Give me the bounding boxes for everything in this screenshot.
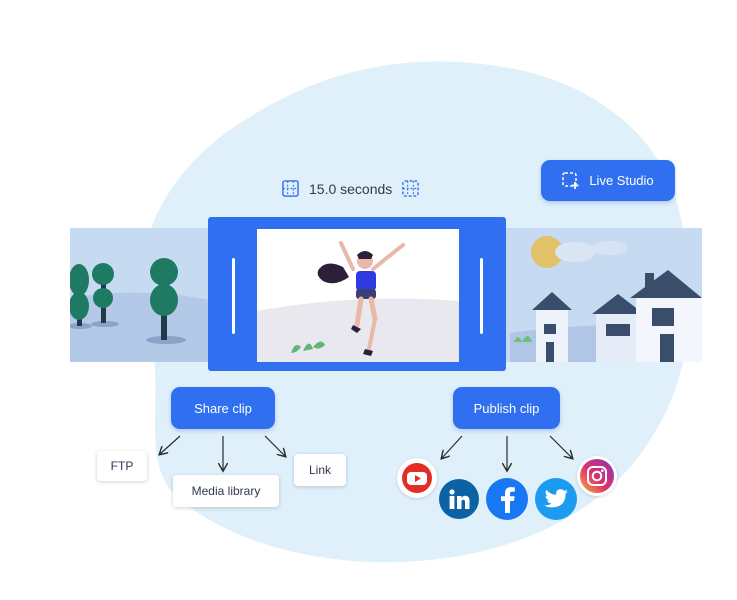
- clip-handle-left[interactable]: [232, 258, 235, 334]
- clip-handle-right[interactable]: [480, 258, 483, 334]
- linkedin-icon[interactable]: [439, 479, 479, 519]
- instagram-icon[interactable]: [577, 456, 617, 496]
- arrow-to-instagram: [549, 435, 572, 458]
- arrow-to-ftp: [160, 435, 181, 454]
- share-clip-button[interactable]: Share clip: [171, 387, 275, 429]
- house-illustration: [592, 270, 702, 362]
- publish-clip-button[interactable]: Publish clip: [453, 387, 560, 429]
- trim-start-icon: [282, 180, 299, 197]
- live-studio-label: Live Studio: [589, 173, 654, 188]
- live-studio-button[interactable]: Live Studio: [541, 160, 675, 201]
- arrow-to-youtube: [442, 435, 463, 458]
- live-studio-icon: [562, 171, 579, 189]
- link-option[interactable]: Link: [294, 454, 346, 486]
- youtube-icon[interactable]: [397, 458, 437, 498]
- clip-preview: [257, 229, 459, 362]
- clip-duration: 15.0 seconds: [282, 180, 420, 197]
- twitter-icon[interactable]: [535, 478, 577, 520]
- media-library-option[interactable]: Media library: [173, 475, 279, 507]
- runner-illustration: [317, 241, 405, 356]
- duration-label: 15.0 seconds: [309, 180, 393, 197]
- arrow-to-link: [264, 435, 285, 456]
- ftp-option[interactable]: FTP: [97, 451, 147, 481]
- tree-illustration: [70, 264, 92, 329]
- trim-end-icon: [402, 180, 420, 197]
- house-illustration: [532, 292, 572, 362]
- facebook-icon[interactable]: [486, 478, 528, 520]
